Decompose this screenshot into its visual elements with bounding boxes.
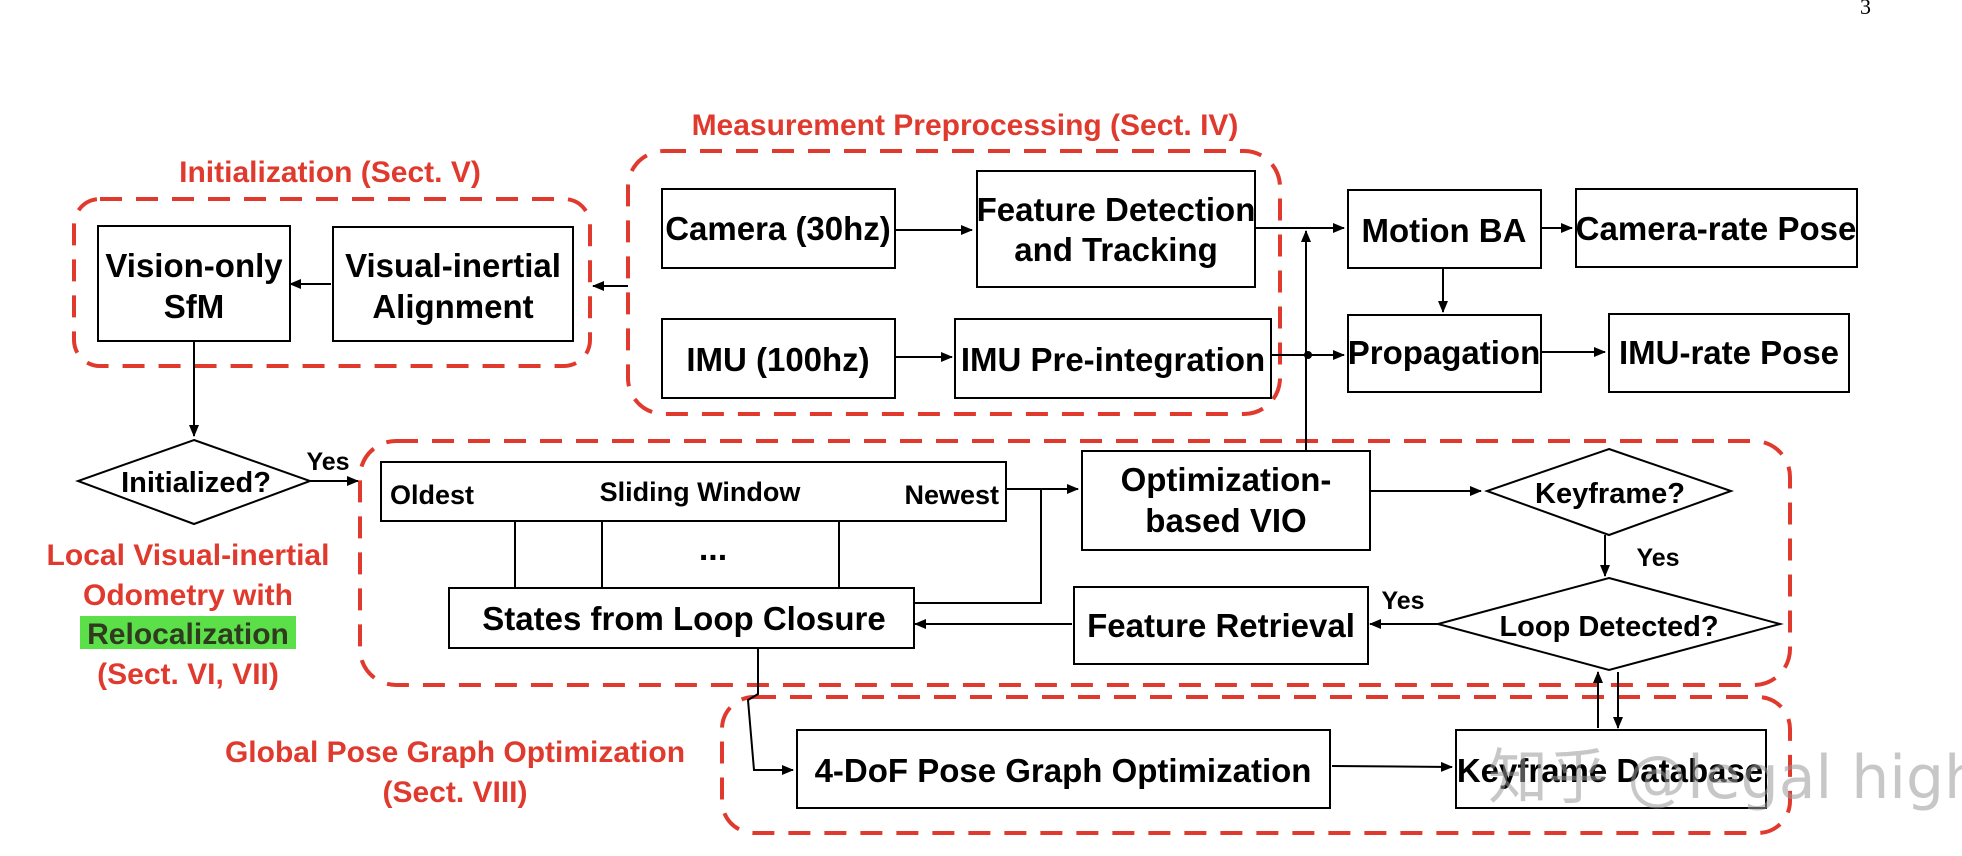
camera-rate-pose-node bbox=[1575, 188, 1858, 268]
imu-preintegration-label: IMU Pre-integration bbox=[961, 341, 1265, 378]
global-pose-region bbox=[720, 695, 1792, 835]
loop-detected-decision bbox=[1434, 576, 1784, 672]
camera-rate-pose-label: Camera-rate Pose bbox=[1576, 210, 1857, 247]
motion-ba-node bbox=[1347, 189, 1542, 269]
visual-inertial-alignment-label-2: Alignment bbox=[372, 288, 533, 325]
sliding-window-ellipsis: ... bbox=[699, 530, 727, 568]
local-vio-title-line3: Relocalization bbox=[87, 618, 289, 651]
optimization-vio-label-1: Optimization- bbox=[1121, 461, 1332, 498]
vision-only-sfm-label-2: SfM bbox=[164, 288, 225, 325]
vision-only-sfm-label-1: Vision-only bbox=[105, 247, 283, 284]
optimization-vio-label-2: based VIO bbox=[1145, 502, 1306, 539]
keyframe-database-node bbox=[1455, 729, 1767, 809]
sliding-window-newest: Newest bbox=[904, 480, 999, 510]
global-pose-title-line2: (Sect. VIII) bbox=[382, 776, 527, 809]
keyframe-label: Keyframe? bbox=[1535, 478, 1685, 510]
initialization-title: Initialization (Sect. V) bbox=[179, 156, 481, 189]
imu-preintegration-node bbox=[954, 318, 1272, 399]
imu-node bbox=[661, 318, 896, 399]
states-loop-closure-node bbox=[448, 587, 915, 649]
measurement-region bbox=[626, 149, 1282, 416]
local-vio-title-line2: Odometry with bbox=[83, 579, 293, 612]
vision-only-sfm-node bbox=[97, 225, 291, 342]
initialized-label: Initialized? bbox=[121, 467, 271, 499]
feature-retrieval-label: Feature Retrieval bbox=[1087, 607, 1355, 644]
imu-rate-pose-label: IMU-rate Pose bbox=[1619, 334, 1839, 371]
propagation-label: Propagation bbox=[1348, 334, 1541, 371]
feature-detection-node bbox=[976, 170, 1256, 288]
global-pose-title-line1: Global Pose Graph Optimization bbox=[225, 736, 685, 769]
page-number: 3 bbox=[1860, 0, 1871, 19]
camera-node bbox=[661, 188, 896, 269]
motion-ba-label: Motion BA bbox=[1362, 212, 1527, 249]
sliding-window-title: Sliding Window bbox=[600, 477, 802, 507]
measurement-title: Measurement Preprocessing (Sect. IV) bbox=[692, 109, 1239, 142]
watermark: 知乎 @legal high bbox=[1488, 743, 1962, 813]
sliding-window-oldest: Oldest bbox=[390, 480, 474, 510]
yes-initialized-label: Yes bbox=[306, 448, 349, 476]
local-vio-title-line1: Local Visual-inertial bbox=[47, 539, 330, 572]
edge-states-vio bbox=[912, 489, 1042, 604]
visual-inertial-alignment-node bbox=[332, 226, 574, 342]
local-vio-region bbox=[358, 439, 1792, 687]
states-loop-closure-label: States from Loop Closure bbox=[482, 600, 885, 637]
relocalization-highlight bbox=[80, 616, 296, 649]
pose-graph-optimization-label: 4-DoF Pose Graph Optimization bbox=[815, 752, 1312, 789]
optimization-vio-node bbox=[1081, 450, 1371, 551]
imu-rate-pose-node bbox=[1608, 313, 1850, 393]
initialized-decision bbox=[75, 438, 313, 526]
keyframe-database-label: Keyframe Database bbox=[1457, 752, 1763, 789]
yes-loop-label: Yes bbox=[1381, 587, 1424, 615]
initialization-region bbox=[72, 197, 592, 368]
local-vio-title-line4: (Sect. VI, VII) bbox=[97, 658, 279, 691]
edge-states-posegraph bbox=[746, 647, 794, 775]
edge-posegraph-database bbox=[1331, 761, 1453, 772]
feature-detection-label-1: Feature Detection bbox=[977, 191, 1256, 228]
imu-label: IMU (100hz) bbox=[686, 341, 869, 378]
feature-detection-label-2: and Tracking bbox=[1014, 231, 1218, 268]
visual-inertial-alignment-label-1: Visual-inertial bbox=[345, 247, 561, 284]
feature-retrieval-node bbox=[1073, 586, 1369, 665]
keyframe-decision bbox=[1483, 447, 1735, 537]
loop-detected-label: Loop Detected? bbox=[1499, 611, 1718, 643]
yes-keyframe-label: Yes bbox=[1636, 544, 1679, 572]
sliding-window-node bbox=[380, 461, 1007, 522]
pose-graph-optimization-node bbox=[796, 729, 1331, 809]
propagation-node bbox=[1347, 314, 1542, 393]
camera-label: Camera (30hz) bbox=[665, 210, 891, 247]
